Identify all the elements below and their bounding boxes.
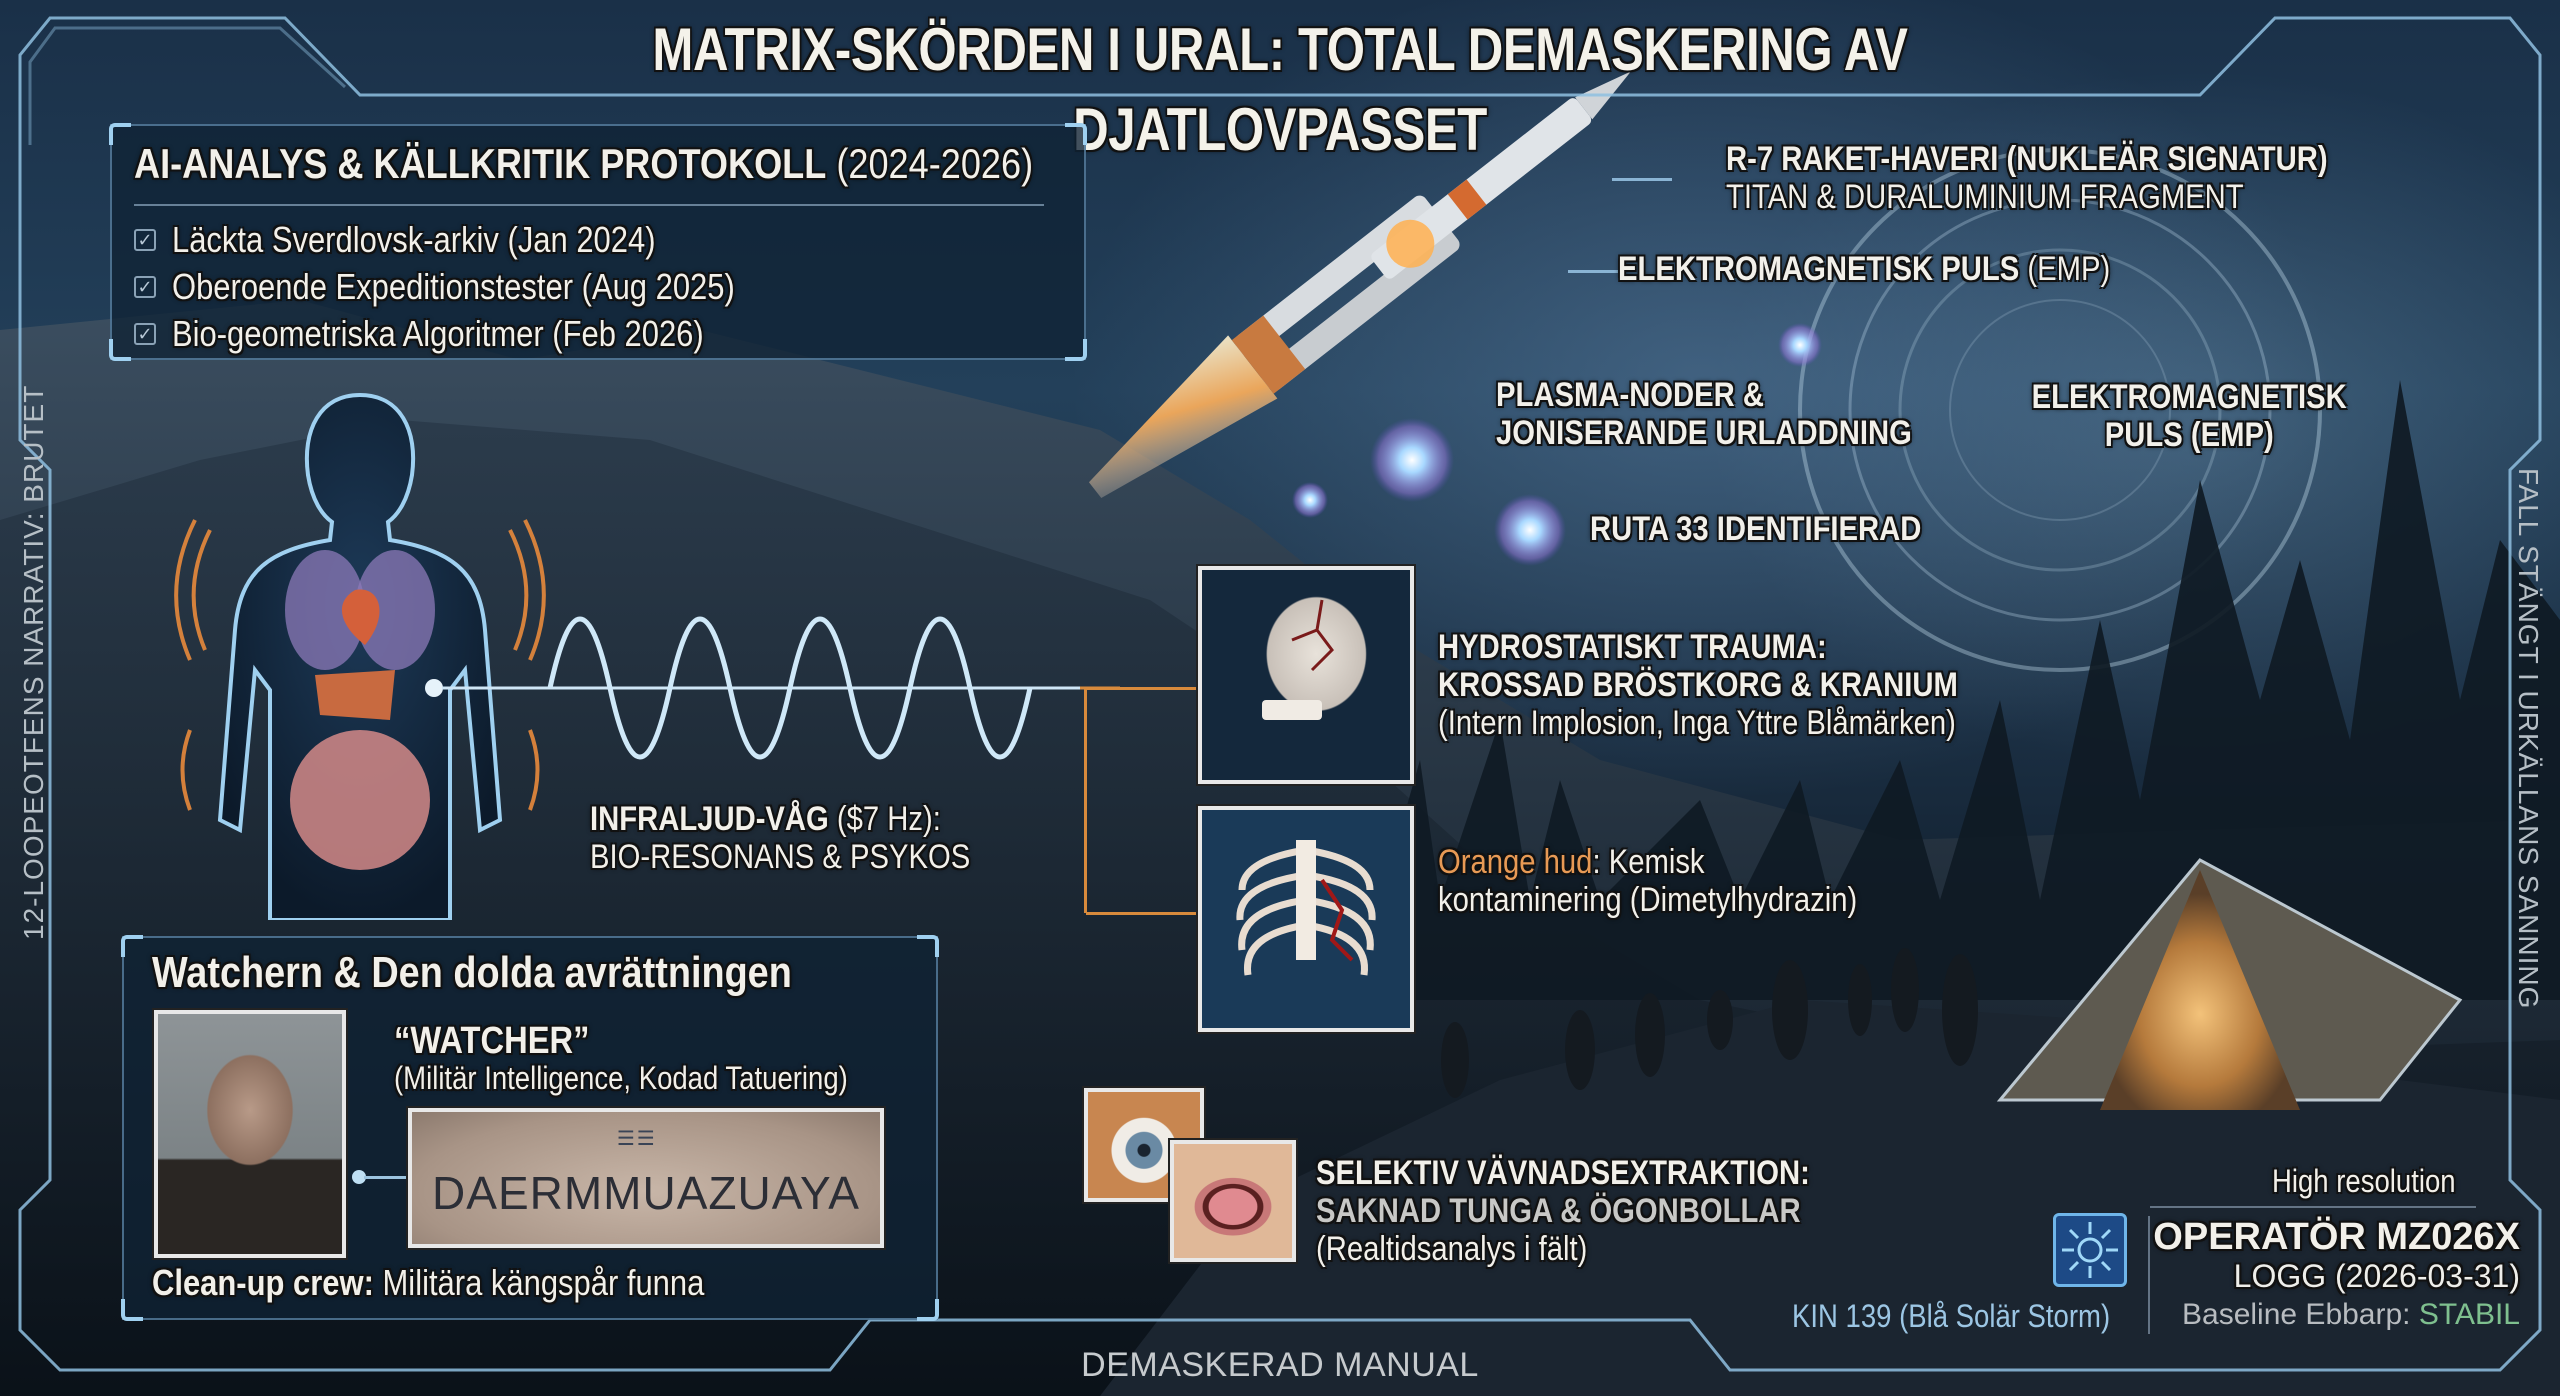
ai-panel-title: AI-ANALYS & KÄLLKRITIK PROTOKOLL (2024-2… [134, 140, 1180, 188]
callout-rocket-subtitle: TITAN & DURALUMINIUM FRAGMENT [1726, 178, 2244, 216]
checklist-item: ✓ Oberoende Expeditionstester (Aug 2025) [134, 263, 826, 310]
leader-line [1084, 687, 1087, 913]
panel-corner [109, 123, 131, 145]
resolution-label: High resolution [2272, 1163, 2485, 1200]
side-label-left: 12-LOOPEOTFENS NARRATIV: BRUTET [18, 384, 49, 940]
callout-emp-ring: ELEKTROMAGNETISK PULS (EMP) [2006, 378, 2372, 454]
watcher-name-text: “WATCHER” [394, 1020, 590, 1062]
watcher-panel-title: Watchern & Den dolda avrättningen [152, 948, 896, 998]
side-label-right: FALL STÄNGT I URKÄLLANS SANNING [2513, 468, 2544, 1010]
leader-line [1612, 178, 1672, 181]
callout-tissue-line1: SELEKTIV VÄVNADSEXTRAKTION: [1316, 1154, 1810, 1192]
cleanup-text: Militära kängspår funna [373, 1262, 705, 1303]
panel-corner [1065, 339, 1087, 361]
callout-rocket-title: R-7 RAKET-HAVERI (NUKLEÄR SIGNATUR) [1726, 140, 2328, 178]
checklist-item-label: Oberoende Expeditionstester (Aug 2025) [172, 265, 735, 307]
panel-corner [917, 1299, 939, 1321]
ribcage-fracture-image [1198, 806, 1414, 1032]
cleanup-label: Clean-up crew: [152, 1262, 374, 1303]
callout-plasma: PLASMA-NODER & JONISERANDE URLADDNING [1496, 376, 1980, 452]
ai-analysis-panel: AI-ANALYS & KÄLLKRITIK PROTOKOLL (2024-2… [109, 123, 1087, 361]
connector-line [364, 1176, 410, 1179]
callout-trauma-line2: KROSSAD BRÖSTKORG & KRANIUM [1438, 666, 1958, 704]
divider [2148, 1216, 2150, 1334]
resolution-text: High resolution [2272, 1163, 2456, 1199]
checklist-item-label: Bio-geometriska Algoritmer (Feb 2026) [172, 312, 704, 354]
callout-ruta-label: RUTA 33 IDENTIFIERAD [1590, 510, 1922, 548]
callout-rocket: R-7 RAKET-HAVERI (NUKLEÄR SIGNATUR) TITA… [1726, 140, 2426, 216]
callout-infrasound-line2: BIO-RESONANS & PSYKOS [590, 838, 971, 876]
mouth-image [1170, 1140, 1296, 1262]
tattoo-marks: ☰☰ [617, 1128, 657, 1150]
watcher-description: (Militär Intelligence, Kodad Tatuering) [394, 1060, 922, 1097]
checkbox-checked-icon: ✓ [134, 228, 156, 251]
ai-panel-title-bold: AI-ANALYS & KÄLLKRITIK PROTOKOLL [134, 140, 827, 187]
cracked-ribcage-icon [1236, 840, 1376, 976]
anatomy-body-illustration [174, 392, 546, 920]
source-checklist: ✓ Läckta Sverdlovsk-arkiv (Jan 2024) ✓ O… [134, 216, 826, 357]
callout-orange-skin-rest: : Kemisk [1592, 843, 1705, 881]
callout-plasma-line1: PLASMA-NODER & [1496, 376, 1765, 414]
divider [2150, 1206, 2476, 1208]
callout-emp-bold: ELEKTROMAGNETISK PULS [1618, 250, 2020, 288]
operator-name: OPERATÖR MZ026X [2153, 1216, 2520, 1258]
leader-line [1086, 912, 1198, 915]
callout-tissue-line2: SAKNAD TUNGA & ÖGONBOLLAR [1316, 1192, 1801, 1230]
checklist-item-label: Läckta Sverdlovsk-arkiv (Jan 2024) [172, 218, 656, 260]
watcher-panel: Watchern & Den dolda avrättningen “WATCH… [121, 935, 939, 1321]
panel-corner [1065, 123, 1087, 145]
panel-corner [121, 935, 143, 957]
kin-label: KIN 139 (Blå Solär Storm) [1792, 1298, 2162, 1335]
tattoo-text: DAERMMUAZUAYA [432, 1167, 860, 1219]
cleanup-crew-note: Clean-up crew: Militära kängspår funna [152, 1262, 794, 1304]
skull-fracture-image [1198, 566, 1414, 784]
watcher-panel-title-text: Watchern & Den dolda avrättningen [152, 948, 792, 997]
baseline-label: Baseline Ebbarp: [2182, 1298, 2419, 1331]
page-title: MATRIX-SKÖRDEN I URAL: TOTAL DEMASKERING… [652, 16, 1908, 163]
callout-emp-ring-line2: PULS (EMP) [2104, 416, 2274, 454]
infrasound-wave-graphic [425, 616, 1120, 760]
connector-dot [352, 1170, 366, 1184]
callout-emp-normal: (EMP) [2027, 250, 2111, 288]
callout-orange-skin-line2: kontaminering (Dimetylhydrazin) [1438, 881, 1858, 919]
solar-storm-badge [2053, 1213, 2127, 1287]
callout-ruta: RUTA 33 IDENTIFIERAD [1590, 510, 1975, 548]
callout-infrasound: INFRALJUD-VÅG ($7 Hz): BIO-RESONANS & PS… [590, 800, 1032, 876]
callout-infrasound-bold: INFRALJUD-VÅG [590, 800, 829, 838]
callout-infrasound-freq: ($7 Hz): [836, 800, 941, 838]
kin-text: KIN 139 (Blå Solär Storm) [1792, 1298, 2111, 1334]
sun-icon [2062, 1222, 2118, 1278]
baseline-status: Baseline Ebbarp: STABIL [2182, 1298, 2520, 1332]
leader-line [1568, 270, 1618, 273]
callout-tissue: SELEKTIV VÄVNADSEXTRAKTION: SAKNAD TUNGA… [1316, 1154, 1890, 1268]
divider [134, 204, 1044, 206]
checklist-item: ✓ Bio-geometriska Algoritmer (Feb 2026) [134, 310, 826, 357]
callout-trauma-line1: HYDROSTATISKT TRAUMA: [1438, 628, 1827, 666]
leader-line [1086, 687, 1198, 690]
panel-corner [121, 1299, 143, 1321]
panel-corner [109, 339, 131, 361]
footer-label: DEMASKERAD MANUAL [1081, 1346, 1479, 1384]
ai-panel-title-period: (2024-2026) [836, 140, 1034, 187]
callout-orange-skin-highlight: Orange hud [1438, 843, 1593, 881]
tattoo-closeup-image: ☰☰ DAERMMUAZUAYA [408, 1108, 884, 1248]
watcher-name: “WATCHER” [394, 1020, 621, 1063]
baseline-value: STABIL [2418, 1298, 2520, 1331]
watcher-portrait [154, 1010, 346, 1258]
cracked-skull-icon [1262, 599, 1334, 720]
wave-origin-dot [425, 679, 443, 697]
panel-corner [917, 935, 939, 957]
operator-log-date: LOGG (2026-03-31) [2233, 1258, 2520, 1294]
callout-plasma-line2: JONISERANDE URLADDNING [1496, 414, 1912, 452]
callout-emp-ring-line1: ELEKTROMAGNETISK [2031, 378, 2347, 416]
callout-emp: ELEKTROMAGNETISK PULS (EMP) [1618, 250, 2190, 288]
callout-orange-skin: Orange hud: Kemisk kontaminering (Dimety… [1438, 843, 1926, 919]
callout-tissue-line3: (Realtidsanalys i fält) [1316, 1230, 1588, 1268]
callout-trauma: HYDROSTATISKT TRAUMA: KROSSAD BRÖSTKORG … [1438, 628, 2042, 742]
checkbox-checked-icon: ✓ [134, 275, 156, 298]
callout-trauma-line3: (Intern Implosion, Inga Yttre Blåmärken) [1438, 704, 1956, 742]
checkbox-checked-icon: ✓ [134, 322, 156, 345]
watcher-description-text: (Militär Intelligence, Kodad Tatuering) [394, 1060, 848, 1096]
checklist-item: ✓ Läckta Sverdlovsk-arkiv (Jan 2024) [134, 216, 826, 263]
